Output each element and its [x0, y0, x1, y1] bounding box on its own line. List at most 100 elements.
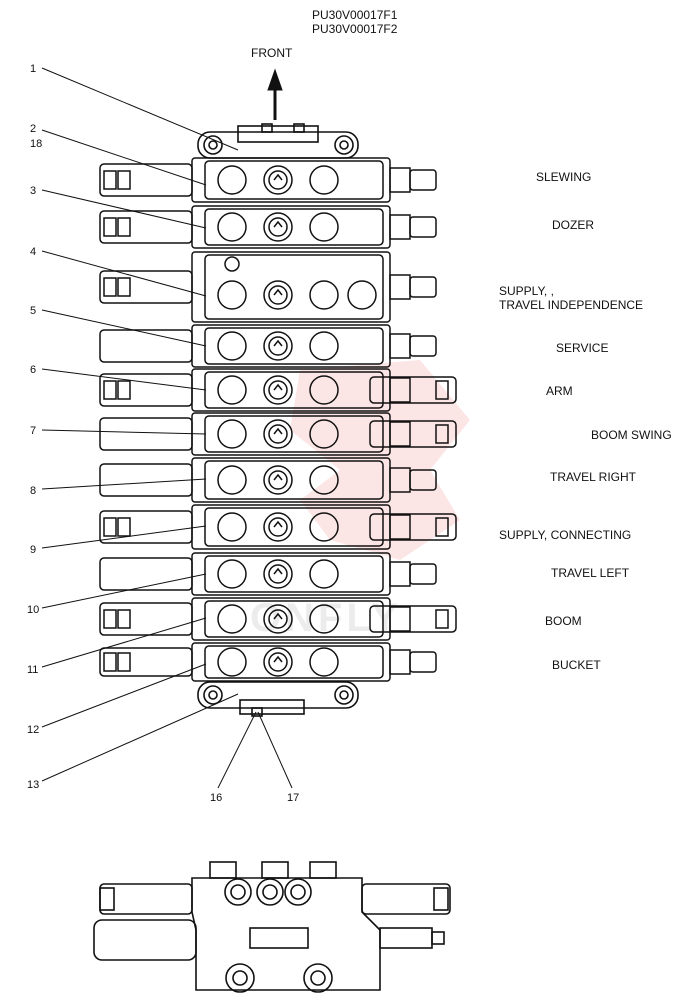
left-actuator [99, 602, 193, 636]
right-plug [409, 469, 437, 491]
side-view-drawing [93, 861, 451, 993]
port-circle [309, 280, 339, 310]
right-end [389, 514, 411, 540]
right-plug [409, 276, 437, 298]
spool-arrow-icon [273, 220, 283, 228]
callout-3: 3 [30, 185, 37, 197]
spool-end-cap [103, 380, 117, 400]
callout-2: 2 [30, 123, 37, 135]
port-circle [309, 512, 339, 542]
spool-head [268, 609, 288, 629]
spool-end-cap [435, 424, 449, 444]
spool-end-cap [117, 380, 131, 400]
part-code-1: PU30V00017F1 [312, 8, 398, 22]
section-label-travel-left: TRAVEL LEFT [551, 566, 630, 580]
left-actuator [99, 417, 193, 451]
right-end [389, 333, 411, 359]
valve-section [99, 504, 457, 550]
spool-head [268, 285, 288, 305]
spool-head [268, 517, 288, 537]
port-circle [217, 647, 247, 677]
callout-4: 4 [30, 246, 37, 258]
right-plug [409, 651, 437, 673]
spool-arrow-icon [273, 567, 283, 575]
spool-end-cap [117, 277, 131, 297]
right-end [389, 274, 411, 300]
section-label-travel-right: TRAVEL RIGHT [550, 470, 637, 484]
callout-1: 1 [30, 63, 37, 75]
spool-end-cap [117, 517, 131, 537]
spool-head [268, 424, 288, 444]
port-circle [217, 165, 247, 195]
front-arrow-icon [267, 68, 283, 120]
spool-end-cap [103, 170, 117, 190]
left-actuator [99, 557, 193, 591]
left-actuator [99, 163, 193, 197]
valve-section [99, 157, 437, 203]
callout-6: 6 [30, 364, 37, 376]
callout-17: 17 [287, 792, 300, 804]
port-circle [217, 604, 247, 634]
section-label-arm: ARM [546, 384, 573, 398]
section-label-boom-swing: BOOM SWING [591, 428, 672, 442]
port-circle [263, 165, 293, 195]
valve-section [99, 368, 457, 412]
section-label-supply-connecting: SUPPLY, CONNECTING [499, 528, 632, 542]
spool-arrow-icon [273, 383, 283, 391]
spool-head [268, 470, 288, 490]
port-circle [309, 419, 339, 449]
left-actuator [99, 463, 193, 497]
left-actuator [99, 270, 193, 304]
spool-end-cap [435, 380, 449, 400]
valve-section [99, 251, 437, 323]
spool-end-cap [103, 652, 117, 672]
port-circle [263, 647, 293, 677]
right-plug [409, 563, 437, 585]
port-circle [263, 331, 293, 361]
port-circle [217, 212, 247, 242]
port-circle [309, 604, 339, 634]
port-circle [309, 465, 339, 495]
spool-head [268, 380, 288, 400]
callout-5: 5 [30, 305, 37, 317]
right-end [389, 214, 411, 240]
spool-end-cap [117, 170, 131, 190]
port-circle [263, 280, 293, 310]
right-end [389, 377, 411, 403]
callout-leader-lines [41, 67, 293, 789]
port-circle [309, 559, 339, 589]
port-circle [217, 375, 247, 405]
spool-arrow-icon [273, 427, 283, 435]
left-actuator [99, 647, 193, 677]
spool-end-cap [103, 277, 117, 297]
right-end [389, 167, 411, 193]
spool-head [268, 170, 288, 190]
right-actuator [369, 605, 457, 633]
port-circle [263, 559, 293, 589]
port-circle [217, 331, 247, 361]
spool-head [268, 564, 288, 584]
right-actuator [369, 513, 457, 541]
port-circle [263, 465, 293, 495]
spool-arrow-icon [273, 473, 283, 481]
right-end [389, 649, 411, 675]
port-circle [217, 280, 247, 310]
port-circle [309, 647, 339, 677]
callout-12: 12 [27, 724, 40, 736]
callout-10: 10 [27, 604, 40, 616]
callout-11: 11 [27, 664, 39, 676]
port-circle [309, 165, 339, 195]
bottom-flange [197, 681, 359, 717]
right-end [389, 421, 411, 447]
callout-7: 7 [30, 425, 37, 437]
relief-valve [347, 280, 377, 310]
right-actuator [369, 420, 457, 448]
valve-section [99, 597, 457, 641]
spool-arrow-icon [273, 612, 283, 620]
port-circle [263, 419, 293, 449]
port-circle [217, 465, 247, 495]
callout-13: 13 [27, 779, 40, 791]
port-circle [263, 512, 293, 542]
